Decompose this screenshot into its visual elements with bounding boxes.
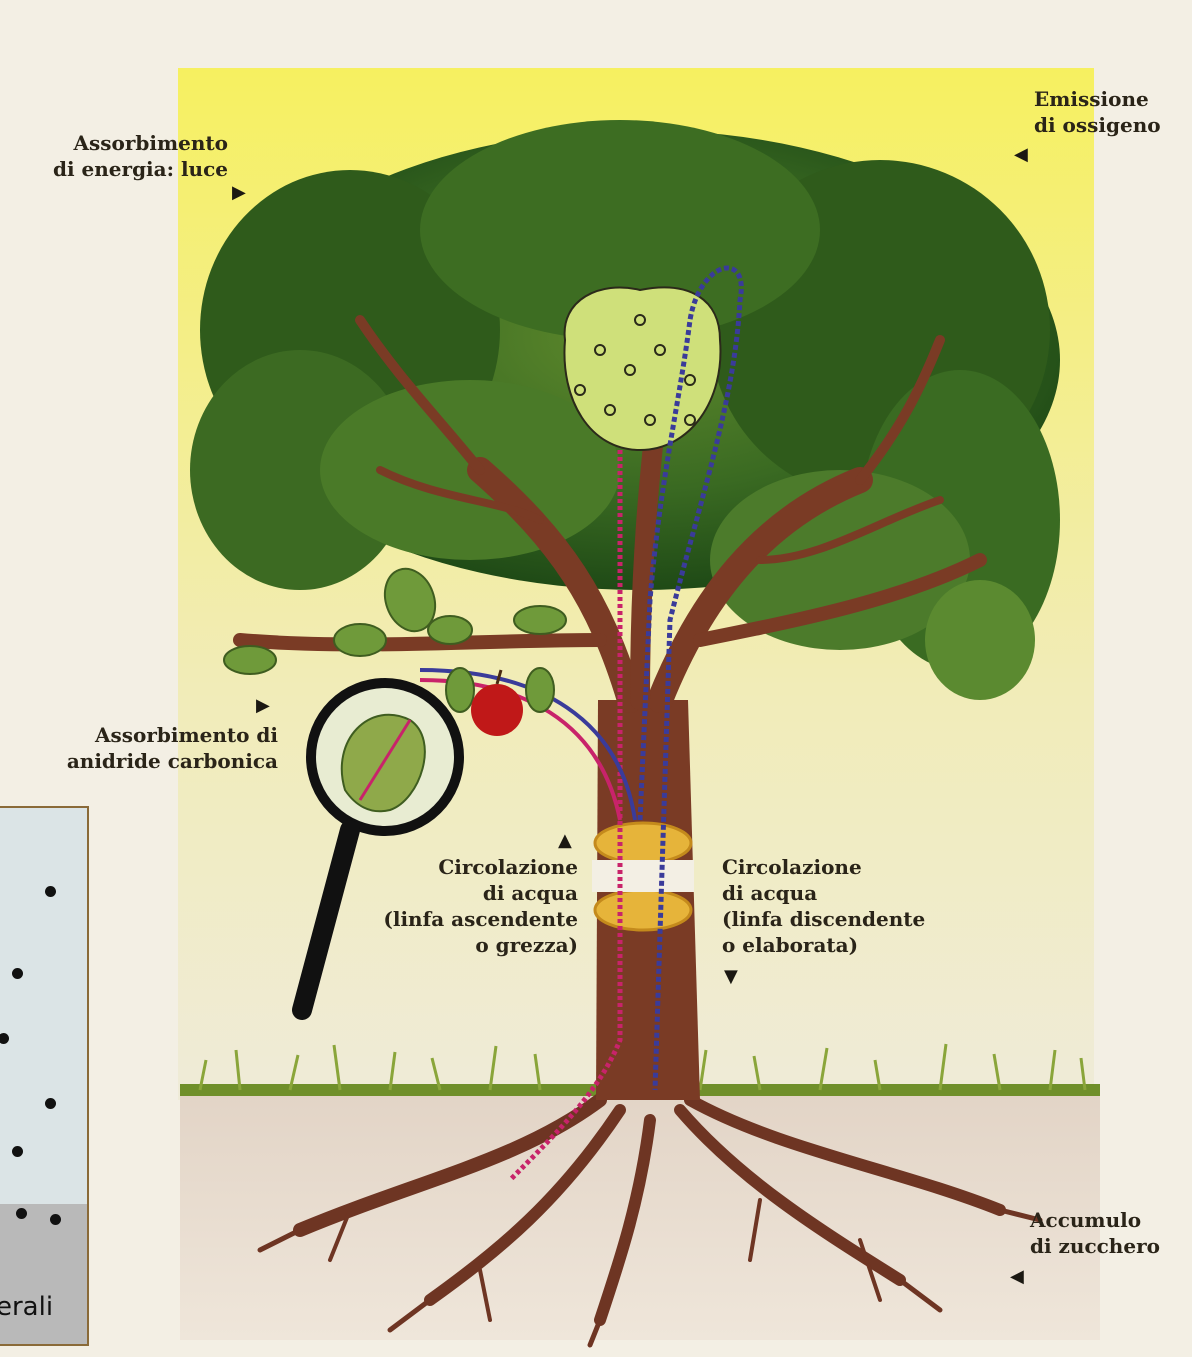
mineral-dot (50, 1214, 61, 1225)
arrow-left-icon: ◀ (1010, 1268, 1024, 1286)
mineral-dot (12, 1146, 23, 1157)
inset-label: erali (0, 1292, 53, 1322)
mineral-dot (12, 968, 23, 979)
mineral-dot (45, 1098, 56, 1109)
label-sugar-accumulation: Accumulo di zucchero (1030, 1207, 1180, 1259)
label-ascending-sap: Circolazione di acqua (linfa ascendente … (346, 854, 578, 958)
apple (471, 684, 523, 736)
label-light-absorption: Assorbimento di energia: luce (26, 130, 228, 182)
label-co2-absorption: Assorbimento di anidride carbonica (30, 722, 278, 774)
arrow-right-icon: ▶ (232, 184, 246, 202)
mineral-dot (16, 1208, 27, 1219)
inset-soil (0, 1204, 87, 1344)
mineral-dot (0, 1033, 9, 1044)
mineral-dot (45, 886, 56, 897)
soil (180, 1090, 1100, 1340)
label-descending-sap: Circolazione di acqua (linfa discendente… (722, 854, 962, 958)
label-oxygen-emission: Emissione di ossigeno (1034, 86, 1184, 138)
trunk-section-upper (595, 823, 691, 863)
arrow-right-icon: ▶ (256, 697, 270, 715)
mineral-inset-panel: erali (0, 806, 89, 1346)
arrow-left-icon: ◀ (1014, 146, 1028, 164)
arrow-up-icon: ▲ (558, 832, 572, 850)
trunk-section-lower (595, 890, 691, 930)
arrow-down-icon: ▼ (724, 968, 738, 986)
